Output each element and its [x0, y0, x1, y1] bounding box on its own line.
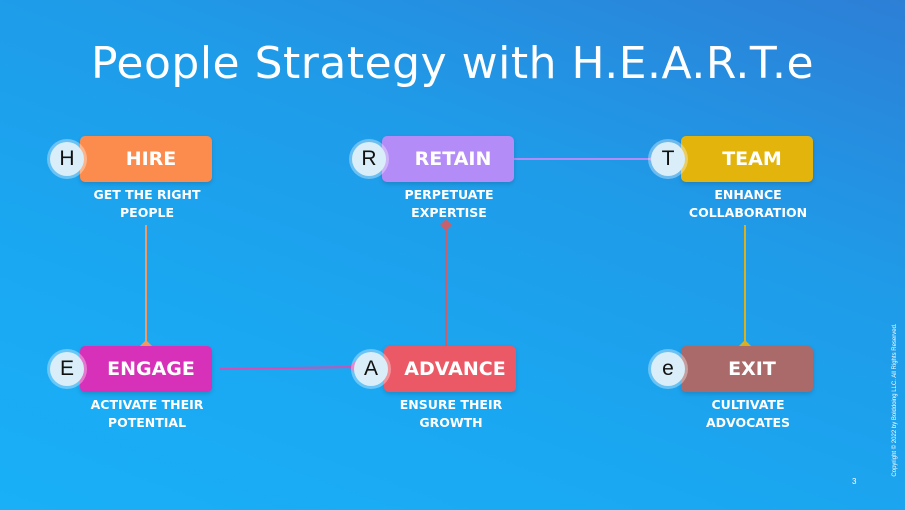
advance-badge: A [354, 352, 388, 386]
exit-badge: e [651, 352, 685, 386]
exit-pill: EXIT [681, 346, 813, 392]
hire-pill: HIRE [80, 136, 212, 182]
slide-title: People Strategy with H.E.A.R.T.e [90, 38, 815, 89]
node-retain: RETAIN R PERPETUATE EXPERTISE [352, 136, 514, 220]
exit-description: CULTIVATE ADVOCATES [705, 397, 791, 430]
engage-label: ENGAGE [107, 358, 195, 380]
page-number: 3 [852, 477, 857, 486]
retain-pill: RETAIN [382, 136, 514, 182]
engage-description: ACTIVATE THEIR POTENTIAL [90, 397, 204, 430]
hire-description: GET THE RIGHT PEOPLE [93, 187, 201, 220]
node-advance: ADVANCE A ENSURE THEIR GROWTH [354, 346, 516, 430]
advance-pill: ADVANCE [384, 346, 516, 392]
node-hire: HIRE H GET THE RIGHT PEOPLE [50, 136, 212, 220]
team-badge: T [651, 142, 685, 176]
team-label: TEAM [722, 148, 782, 170]
engage-badge: E [50, 352, 84, 386]
advance-label: ADVANCE [404, 358, 506, 380]
retain-badge: R [352, 142, 386, 176]
node-engage: ENGAGE E ACTIVATE THEIR POTENTIAL [50, 346, 212, 430]
node-team: TEAM T ENHANCE COLLABORATION [651, 136, 813, 220]
hire-label: HIRE [125, 148, 177, 170]
advance-description: ENSURE THEIR GROWTH [399, 397, 503, 430]
engage-pill: ENGAGE [80, 346, 212, 392]
connector-engage-advance [219, 361, 361, 373]
retain-label: RETAIN [414, 148, 492, 170]
team-pill: TEAM [681, 136, 813, 182]
team-description: ENHANCE COLLABORATION [688, 187, 808, 220]
node-exit: EXIT e CULTIVATE ADVOCATES [651, 346, 813, 430]
retain-description: PERPETUATE EXPERTISE [404, 187, 494, 220]
copyright-notice: Copyright © 2022 by Bolddoing LLC. All R… [892, 323, 898, 477]
hire-badge: H [50, 142, 84, 176]
exit-label: EXIT [728, 358, 776, 380]
